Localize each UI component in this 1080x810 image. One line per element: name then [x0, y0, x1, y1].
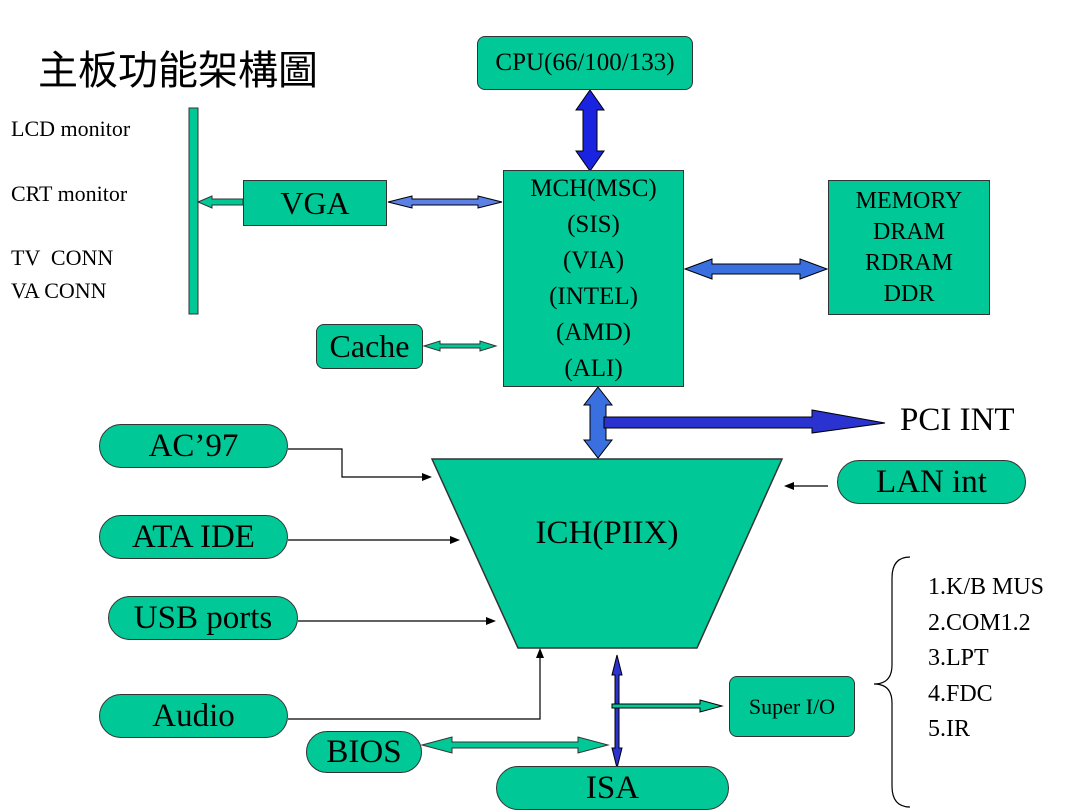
- mch-line: (INTEL): [549, 282, 638, 310]
- ich-label: ICH(PIIX): [535, 515, 679, 551]
- lan-int-block: LAN int: [837, 460, 1026, 504]
- vga-label: VGA: [280, 184, 350, 221]
- memory-line: MEMORY: [855, 187, 963, 214]
- mch-line: (SIS): [567, 210, 620, 238]
- mch-ich-arrow: [582, 386, 614, 459]
- tv-conn-label: TV CONN: [11, 245, 114, 270]
- ich-trapezoid: [430, 458, 784, 649]
- pci-int-label: PCI INT: [900, 402, 1015, 438]
- cpu-block: CPU(66/100/133): [477, 36, 693, 90]
- lcd-monitor-label: LCD monitor: [11, 116, 131, 141]
- audio-ich-line: [288, 656, 541, 720]
- ich-isa-arrow: [611, 654, 623, 769]
- cpu-label: CPU(66/100/133): [495, 49, 675, 76]
- superio-list-item: 2.COM1.2: [928, 609, 1031, 636]
- cache-mch-arrow: [422, 340, 498, 352]
- super-io-label: Super I/O: [748, 693, 836, 719]
- pci-arrow: [603, 409, 886, 434]
- ata-ide-label: ATA IDE: [132, 518, 255, 555]
- memory-line: DRAM: [872, 218, 945, 245]
- lan-ich-arrowhead: [784, 482, 794, 490]
- usb-ports-block: USB ports: [108, 596, 298, 640]
- vga-mch-arrow: [387, 195, 503, 209]
- ata-ide-block: ATA IDE: [99, 515, 288, 559]
- ac97-ich-line: [288, 448, 425, 478]
- bios-block: BIOS: [306, 731, 422, 773]
- memory-line: RDRAM: [864, 249, 954, 276]
- mch-line: (ALI): [564, 354, 623, 382]
- isa-label: ISA: [585, 769, 640, 806]
- mch-line: (VIA): [562, 246, 625, 274]
- mch-block: MCH(MSC) (SIS) (VIA) (INTEL) (AMD) (ALI): [503, 170, 684, 387]
- audio-ich-arrowhead: [536, 648, 544, 658]
- cache-block: Cache: [316, 324, 423, 369]
- isa-block: ISA: [496, 766, 729, 810]
- superio-brace: [873, 556, 911, 808]
- ac97-label: AC’97: [148, 427, 239, 464]
- audio-block: Audio: [99, 694, 288, 738]
- page-title: 主板功能架構圖: [38, 48, 318, 94]
- usb-ports-label: USB ports: [133, 599, 273, 636]
- mch-memory-arrow: [683, 258, 829, 280]
- memory-block: MEMORY DRAM RDRAM DDR: [828, 180, 990, 315]
- ac97-block: AC’97: [99, 424, 288, 468]
- cache-label: Cache: [329, 328, 410, 364]
- lan-int-label: LAN int: [876, 463, 987, 500]
- superio-list-item: 3.LPT: [928, 645, 989, 671]
- bios-isa-arrow: [420, 736, 610, 754]
- cpu-mch-arrow: [575, 89, 605, 172]
- mch-line: (AMD): [556, 318, 631, 346]
- vga-display-arrow: [196, 195, 244, 209]
- isa-superio-arrow: [611, 699, 724, 713]
- superio-list-item: 1.K/B MUS: [928, 574, 1045, 600]
- bios-label: BIOS: [326, 733, 402, 770]
- crt-monitor-label: CRT monitor: [11, 181, 128, 206]
- display-bus-bar: [188, 107, 199, 315]
- audio-label: Audio: [152, 697, 235, 734]
- ata-ich-arrowhead: [450, 536, 460, 544]
- va-conn-label: VA CONN: [11, 278, 107, 303]
- superio-list-item: 4.FDC: [928, 680, 993, 707]
- superio-list: 1.K/B MUS 2.COM1.2 3.LPT 4.FDC 5.IR: [928, 570, 1044, 748]
- vga-block: VGA: [243, 180, 387, 226]
- super-io-block: Super I/O: [729, 676, 855, 737]
- mch-line: MCH(MSC): [530, 174, 657, 202]
- memory-line: DDR: [883, 280, 935, 307]
- ac97-ich-arrowhead: [422, 473, 432, 481]
- usb-ich-arrowhead: [486, 617, 496, 625]
- superio-list-item: 5.IR: [928, 716, 970, 742]
